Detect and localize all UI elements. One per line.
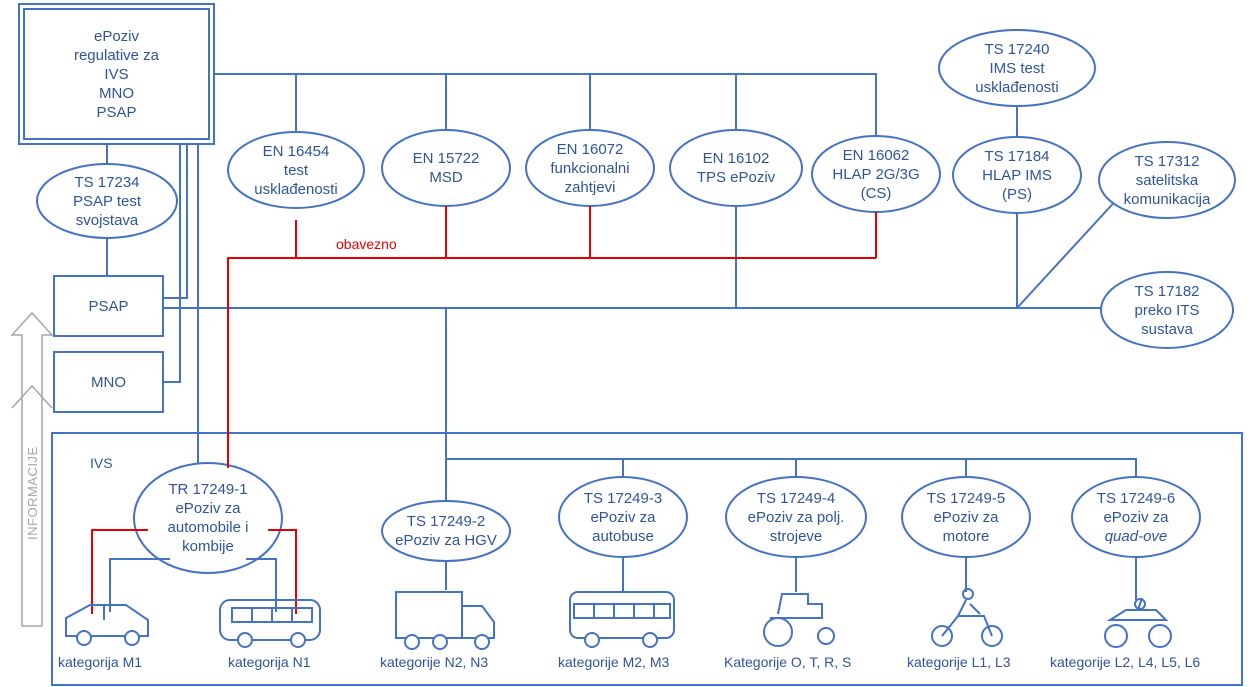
spec-ts17249-4: TS 17249-4 ePoziv za polj. strojeve: [747, 489, 845, 545]
spec-ts17249-2: TS 17249-2 ePoziv za HGV: [395, 513, 497, 549]
standard-ts17182: TS 17182 preko ITS sustava: [1134, 282, 1200, 338]
psap-test-node: TS 17234 PSAP test svojstava: [72, 173, 142, 229]
info-arrow: [10, 311, 54, 627]
ivs-label: IVS: [90, 455, 113, 471]
regulation-box-inner: [23, 8, 210, 140]
mno-box: [53, 351, 164, 413]
mno-node: MNO: [91, 373, 126, 391]
standard-ts17240: TS 17240 IMS test usklađenosti: [975, 40, 1059, 96]
category-n2-n3: kategorije N2, N3: [380, 654, 489, 670]
standard-ts17184: TS 17184 HLAP IMS (PS): [982, 147, 1052, 203]
bus-icon: [569, 591, 675, 648]
ivs-box: [51, 432, 1243, 686]
category-l2-l6: kategorije L2, L4, L5, L6: [1050, 654, 1201, 670]
regulation-box: ePoziv regulative za IVS MNO PSAP: [73, 27, 160, 121]
standard-en16062: EN 16062 HLAP 2G/3G (CS): [832, 146, 920, 202]
motorcycle-icon: [931, 588, 1003, 647]
top-bus-line: [214, 73, 877, 143]
spec-ts17249-6: TS 17249-6 ePoziv za quad-ove: [1096, 489, 1176, 545]
standard-en16454: EN 16454 test usklađenosti: [254, 142, 338, 198]
spec-tr17249-1: TR 17249-1 ePoziv za automobile i kombij…: [167, 481, 249, 555]
standard-en15722: EN 15722 MSD: [412, 150, 480, 186]
car-icon: [65, 604, 149, 646]
spec-ts17249-5: TS 17249-5 ePoziv za motore: [926, 489, 1006, 545]
psap-node: PSAP: [88, 297, 129, 315]
category-m1: kategorija M1: [58, 654, 143, 670]
category-n1: kategorija N1: [228, 654, 311, 670]
van-icon: [219, 599, 321, 648]
quad-icon: [1104, 597, 1172, 648]
psap-box: [53, 275, 164, 337]
category-m2-m3: kategorije M2, M3: [558, 654, 670, 670]
standard-en16102: EN 16102 TPS ePoziv: [696, 150, 776, 186]
spec-ts17249-3: TS 17249-3 ePoziv za autobuse: [583, 489, 663, 545]
mandatory-label: obavezno: [336, 236, 397, 252]
category-l1-l3: kategorije L1, L3: [907, 654, 1011, 670]
standard-ts17312: TS 17312 satelitska komunikacija: [1123, 152, 1211, 208]
tractor-icon: [763, 593, 835, 647]
info-label: INFORMACIJE: [25, 446, 40, 540]
category-o-t-r-s: Kategorije O, T, R, S: [724, 654, 852, 670]
standard-en16072: EN 16072 funkcionalni zahtjevi: [550, 140, 630, 196]
truck-icon: [395, 591, 495, 650]
